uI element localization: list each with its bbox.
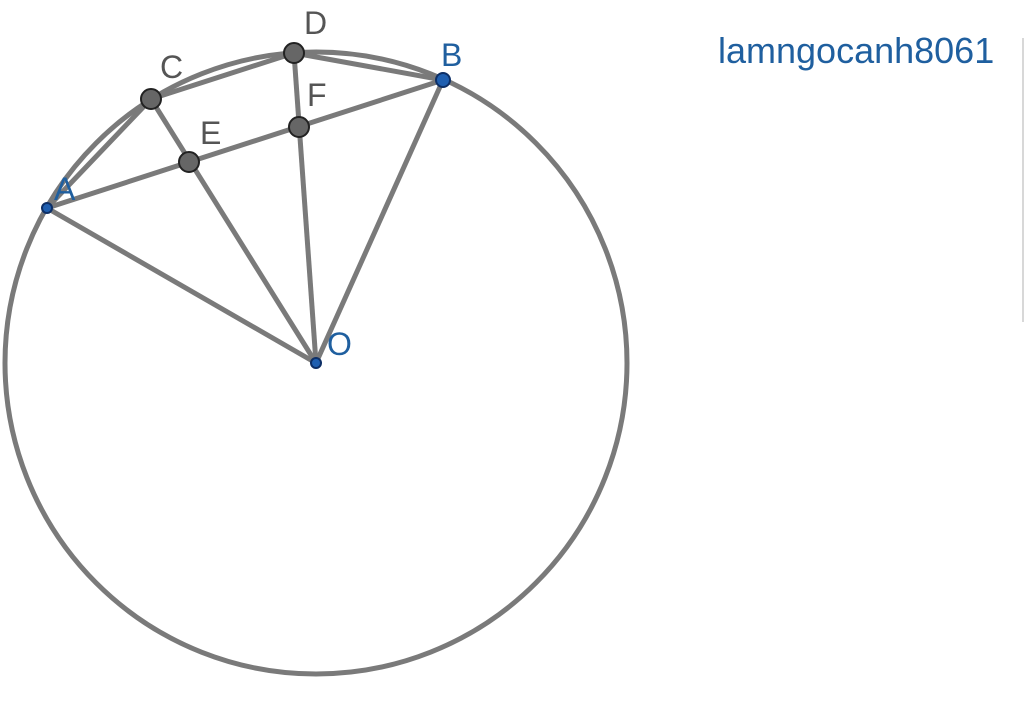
label-e: E — [200, 115, 221, 151]
point-b[interactable] — [435, 72, 451, 88]
point-e[interactable] — [178, 151, 200, 173]
point-c[interactable] — [140, 88, 162, 110]
chords-acdb — [45, 50, 444, 210]
point-o[interactable] — [310, 357, 322, 369]
label-f: F — [307, 77, 327, 113]
watermark-text: lamngocanh8061 — [718, 30, 995, 71]
edge-divider — [1022, 38, 1024, 322]
radius-oa — [45, 205, 318, 366]
radius-ob — [313, 78, 446, 365]
label-a: A — [54, 171, 76, 207]
radius-od — [291, 52, 319, 364]
circle-o — [2, 49, 630, 677]
chord-ab — [46, 77, 444, 211]
label-b: B — [441, 37, 462, 73]
label-c: C — [160, 49, 183, 85]
point-d[interactable] — [283, 42, 305, 64]
point-f[interactable] — [288, 116, 310, 138]
radius-oc — [148, 97, 319, 365]
label-o: O — [327, 326, 352, 362]
label-d: D — [304, 5, 327, 41]
point-a[interactable] — [41, 202, 53, 214]
